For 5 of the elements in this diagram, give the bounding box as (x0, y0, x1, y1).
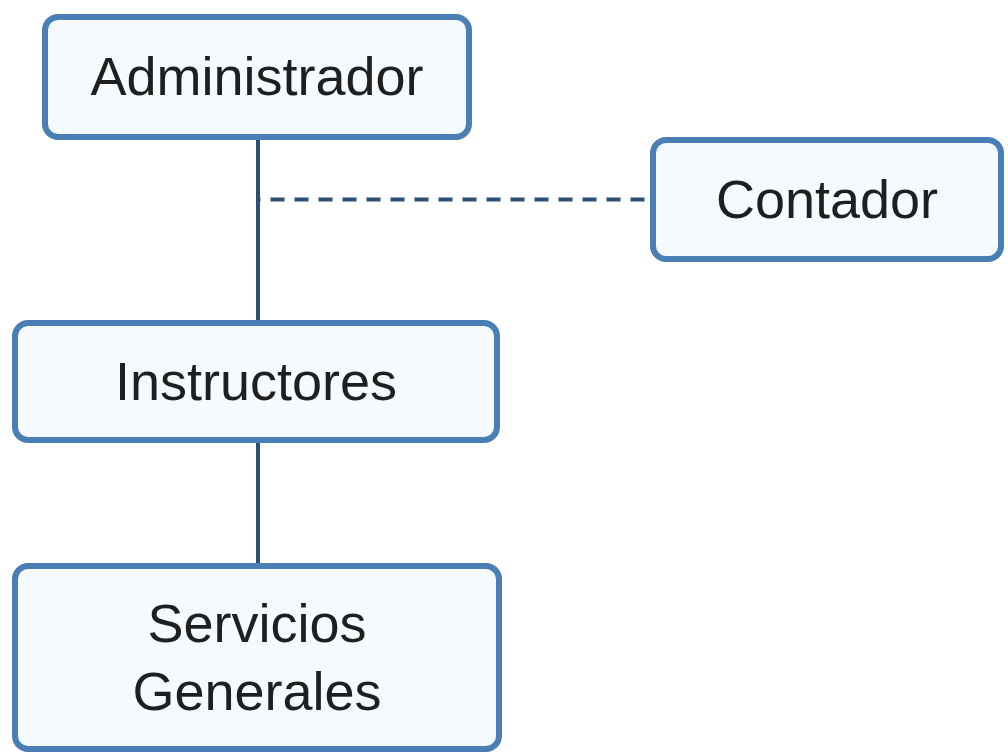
role-box: Administrador (42, 14, 472, 140)
role-box: Servicios Generales (12, 563, 502, 752)
role-box: Instructores (12, 320, 500, 443)
connector-line (256, 443, 260, 563)
role-box: Contador (650, 137, 1004, 262)
